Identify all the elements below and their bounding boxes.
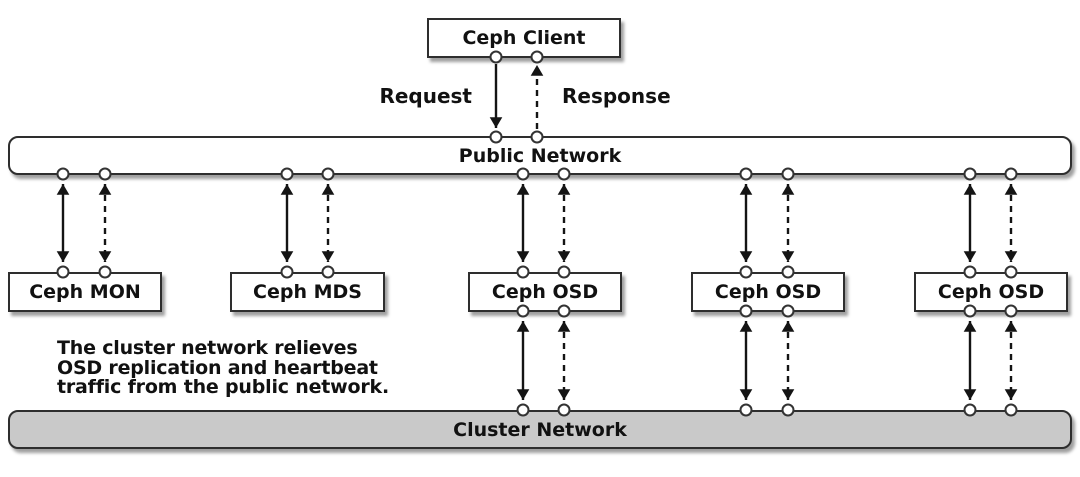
note-line-3: traffic from the public network. [57,376,389,398]
public-network-bar: Public Network [8,136,1072,175]
ceph-osd-box-2: Ceph OSD [691,272,845,312]
ceph-client-box: Ceph Client [427,18,621,58]
ceph-osd-label-2: Ceph OSD [714,281,822,303]
public-network-label: Public Network [458,144,622,167]
ceph-mds-label: Ceph MDS [253,281,362,303]
note-line-2: OSD replication and heartbeat [57,356,378,379]
cluster-network-label: Cluster Network [453,418,627,441]
cluster-network-bar: Cluster Network [8,410,1072,449]
cluster-network-note: The cluster network relieves OSD replica… [57,337,389,398]
response-label: Response [562,84,671,108]
ceph-osd-box-1: Ceph OSD [468,272,622,312]
note-line-1: The cluster network relieves [57,337,358,359]
ceph-mds-box: Ceph MDS [230,272,385,312]
ceph-mon-box: Ceph MON [8,272,162,312]
ceph-client-label: Ceph Client [462,27,586,49]
ceph-osd-label-3: Ceph OSD [937,281,1045,303]
request-label: Request [379,84,472,108]
ceph-osd-label-1: Ceph OSD [491,281,599,303]
ceph-mon-label: Ceph MON [29,281,141,303]
ceph-osd-box-3: Ceph OSD [914,272,1068,312]
